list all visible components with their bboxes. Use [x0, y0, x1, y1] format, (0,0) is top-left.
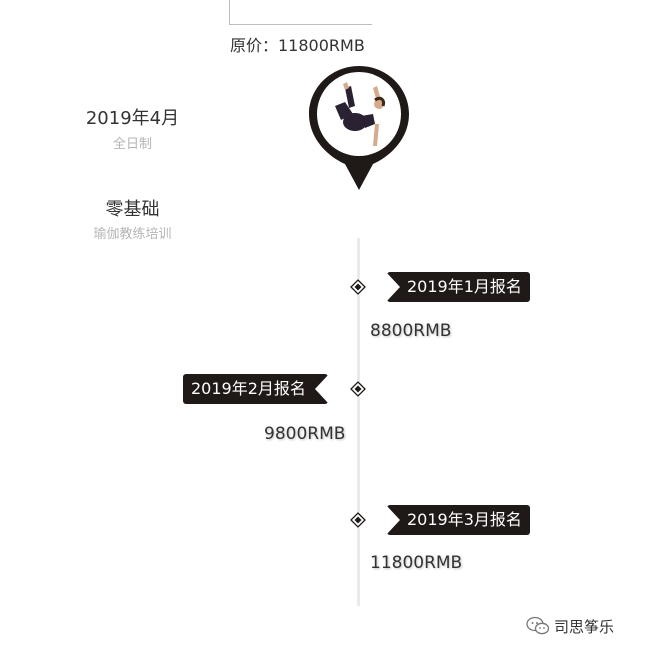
footer-brand: 司思筝乐: [554, 617, 615, 636]
timeline-tag-label: 2019年3月报名: [407, 510, 522, 529]
timeline-line: [357, 238, 360, 606]
diamond-icon: [350, 512, 366, 528]
course-level: 零基础: [105, 199, 160, 220]
price-bracket: [229, 0, 372, 25]
course-name: 瑜伽教练培训: [93, 227, 172, 242]
timeline-marker-1: [350, 279, 366, 295]
timeline-price-3: 11800RMB: [370, 553, 463, 573]
course-mode: 全日制: [112, 137, 152, 152]
timeline-price-1: 8800RMB: [370, 321, 452, 341]
original-price: 原价：11800RMB: [230, 36, 365, 55]
timeline-tag-1: 2019年1月报名: [386, 272, 530, 302]
diamond-icon: [350, 381, 366, 397]
timeline-tag-3: 2019年3月报名: [386, 505, 530, 535]
timeline-tag-2: 2019年2月报名: [183, 374, 329, 404]
course-date: 2019年4月: [85, 108, 180, 129]
location-pin-photo: [305, 62, 413, 192]
wechat-icon: [526, 616, 550, 635]
timeline-price-2: 9800RMB: [264, 424, 346, 444]
footer-watermark: 司思筝乐: [526, 614, 614, 638]
yoga-photo-icon: [309, 66, 409, 190]
timeline-marker-2: [350, 381, 366, 397]
diamond-icon: [350, 279, 366, 295]
timeline-marker-3: [350, 512, 366, 528]
timeline-tag-label: 2019年1月报名: [407, 277, 522, 296]
timeline-tag-label: 2019年2月报名: [191, 379, 306, 398]
